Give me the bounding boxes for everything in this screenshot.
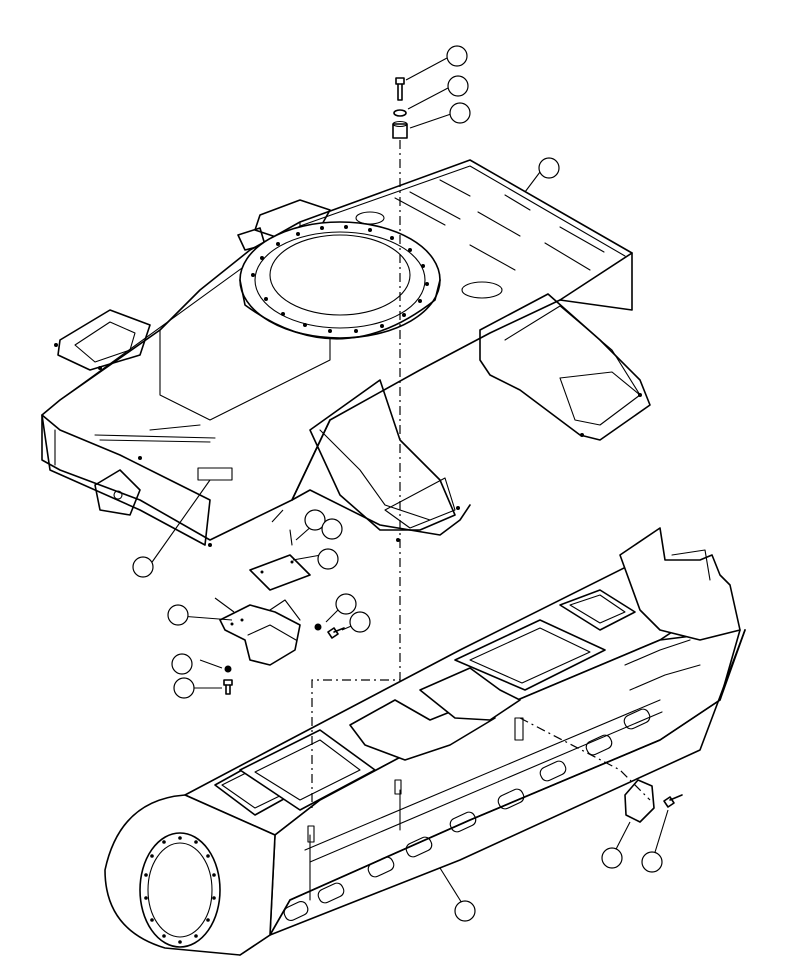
callout-1 <box>446 45 468 67</box>
callout-8 <box>317 548 339 570</box>
hardware <box>219 77 683 823</box>
callout-16 <box>454 900 476 922</box>
callout-7 <box>321 518 343 540</box>
callout-14 <box>601 847 623 869</box>
upper-frame <box>41 159 651 547</box>
callout-2 <box>447 75 469 97</box>
callout-10 <box>171 653 193 675</box>
callout-3 <box>449 102 471 124</box>
spacer-top <box>392 123 408 139</box>
cover-plate <box>249 554 311 591</box>
callout-11 <box>173 677 195 699</box>
callout-4 <box>538 157 560 179</box>
callout-13 <box>349 611 371 633</box>
deck-slots <box>394 179 605 271</box>
callouts <box>132 45 663 922</box>
idler-ring-bolts <box>144 836 216 944</box>
nut-right <box>314 623 322 631</box>
side-cover <box>624 779 655 823</box>
callout-12 <box>335 593 357 615</box>
callout-6 <box>304 509 326 531</box>
slew-ring-bolts <box>251 225 429 333</box>
bracket <box>219 604 301 666</box>
nut-left <box>224 665 232 673</box>
callout-9 <box>167 604 189 626</box>
callout-15 <box>641 851 663 873</box>
bolt-top-shank <box>397 83 403 101</box>
washer-top <box>393 109 407 117</box>
center-lines <box>311 140 651 810</box>
callout-5 <box>132 556 154 578</box>
side-slots <box>283 708 651 921</box>
bolt-top-head <box>395 77 405 85</box>
track-frame <box>104 527 746 956</box>
